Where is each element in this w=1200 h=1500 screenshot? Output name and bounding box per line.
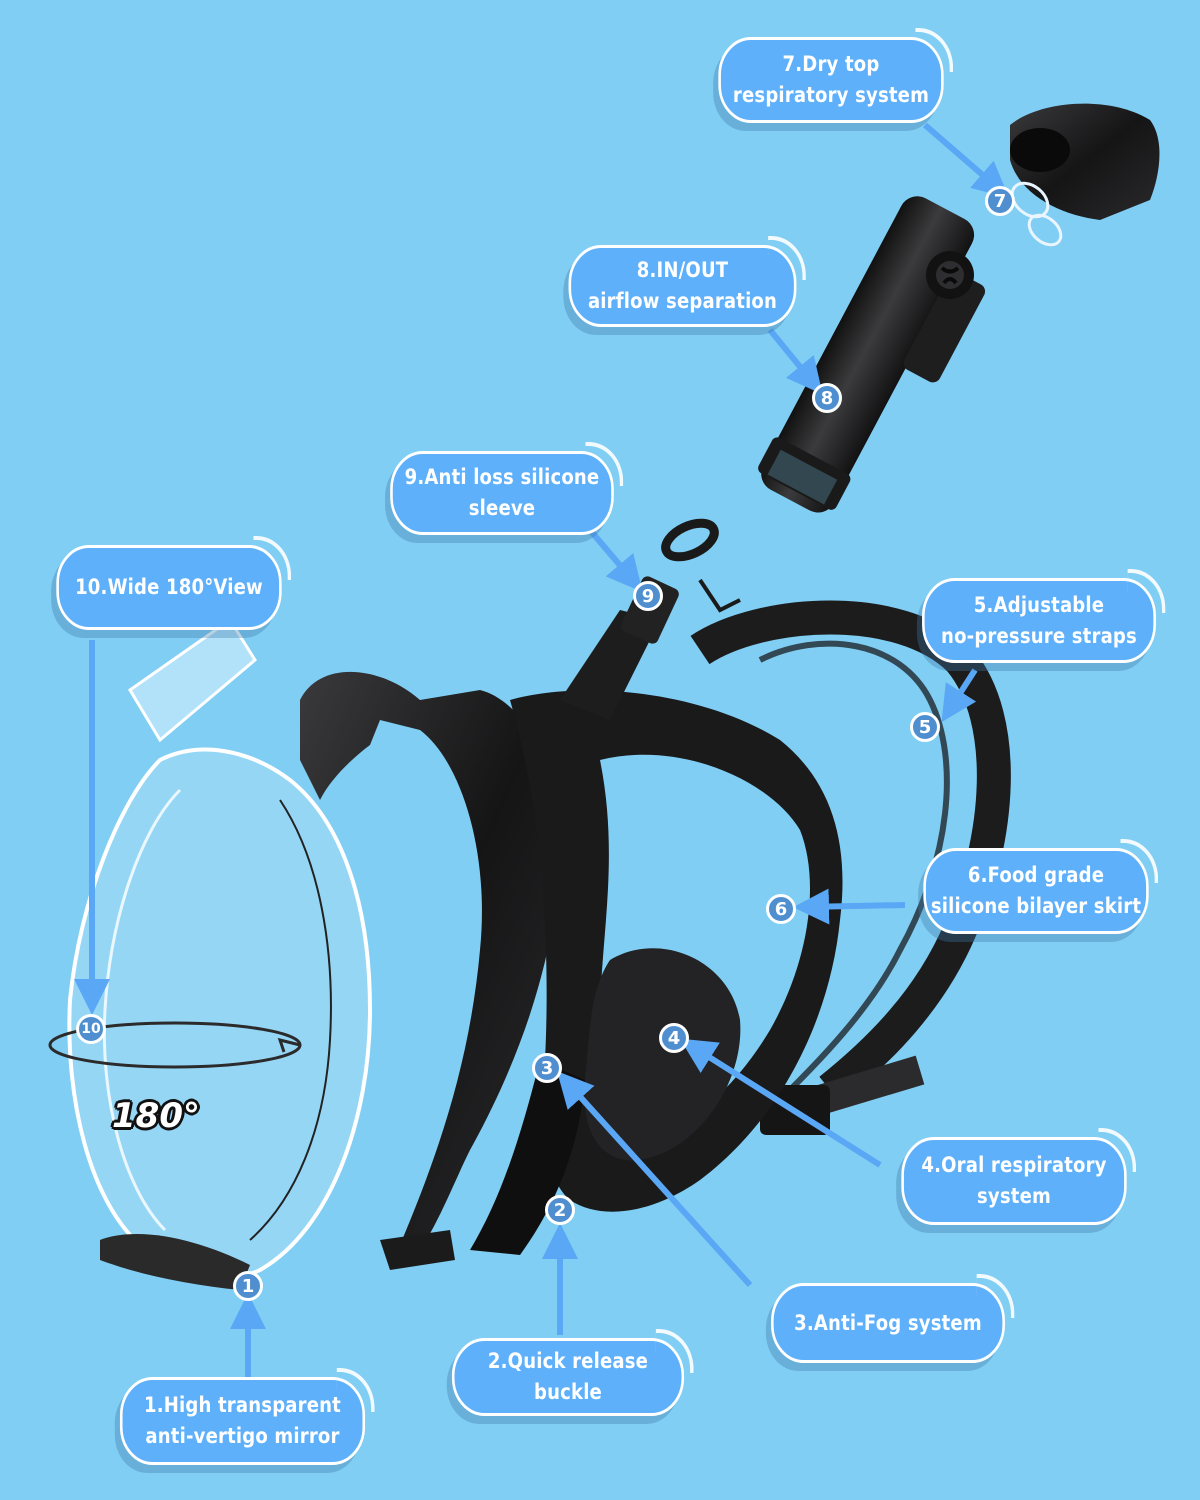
callout-2-quick-release-buckle: 2.Quick release buckle [451, 1329, 694, 1416]
badge-6: 6 [766, 894, 796, 924]
callout-3-anti-fog-system: 3.Anti-Fog system [771, 1274, 1015, 1363]
callout-6-silicone-skirt: 6.Food grade silicone bilayer skirt [923, 839, 1159, 934]
callout-4-oral-respiratory-system: 4.Oral respiratory system [901, 1128, 1137, 1225]
badge-8: 8 [812, 383, 842, 413]
badge-2: 2 [545, 1195, 575, 1225]
o-ring [1010, 181, 1063, 247]
badge-7: 7 [985, 186, 1015, 216]
callout-10-wide-view: 10.Wide 180°View [56, 536, 292, 630]
view-angle-label: 180° [112, 1096, 200, 1136]
badge-9: 9 [633, 581, 663, 611]
badge-4: 4 [659, 1023, 689, 1053]
clear-lens [48, 617, 373, 1290]
badge-3: 3 [532, 1053, 562, 1083]
callout-8-airflow-separation: 8.IN/OUT airflow separation [568, 236, 806, 327]
snorkel-tube [560, 196, 986, 720]
callout-5-adjustable-straps: 5.Adjustable no-pressure straps [922, 569, 1166, 663]
callout-arrows [74, 122, 1010, 1380]
badge-10: 10 [76, 1014, 106, 1044]
dry-top-cap [1010, 103, 1160, 220]
badge-5: 5 [910, 712, 940, 742]
callout-7-dry-top: 7.Dry top respiratory system [718, 28, 954, 123]
mask-frame [300, 671, 843, 1270]
callout-9-anti-loss-sleeve: 9.Anti loss silicone sleeve [390, 442, 624, 535]
badge-1: 1 [233, 1271, 263, 1301]
callout-1-anti-vertigo-mirror: 1.High transparent anti-vertigo mirror [119, 1368, 375, 1465]
